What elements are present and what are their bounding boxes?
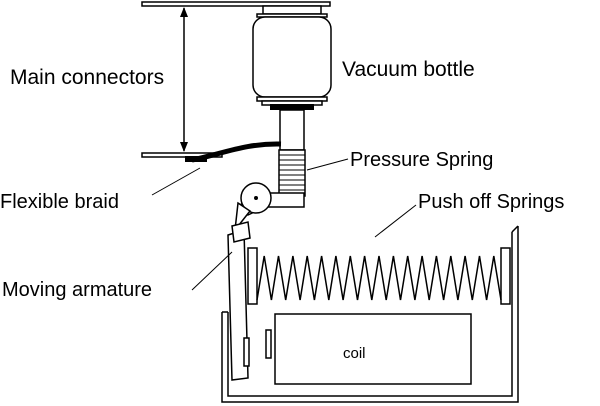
moving-armature <box>227 201 252 381</box>
moving-armature-label: Moving armature <box>2 279 152 301</box>
vacuum-bottle <box>252 5 332 110</box>
vacuum-bottle-label: Vacuum bottle <box>342 58 475 81</box>
main-connectors-label: Main connectors <box>10 66 164 89</box>
coil-body <box>274 313 472 385</box>
pressure-spring <box>278 149 306 197</box>
leader-flexible-braid <box>151 167 201 196</box>
pivot-lever <box>238 182 305 216</box>
coil-label: coil <box>343 345 366 362</box>
push-off-springs-label: Push off Springs <box>418 191 564 213</box>
bottle-stem <box>279 109 305 151</box>
pole-piece-right <box>265 329 272 359</box>
coil-frame <box>221 225 519 403</box>
main-connectors-arrow <box>180 7 188 152</box>
top-connector-plate <box>141 1 331 7</box>
pressure-spring-label: Pressure Spring <box>350 149 493 171</box>
leader-push-off-springs <box>374 204 417 238</box>
flexible-braid-label: Flexible braid <box>0 191 119 213</box>
pole-piece-left <box>243 337 250 367</box>
push-off-spring-coil <box>256 255 502 301</box>
push-off-springs <box>247 247 511 305</box>
leader-pressure-spring <box>306 158 349 171</box>
flexible-braid <box>191 141 282 163</box>
leader-moving-armature <box>191 251 233 291</box>
